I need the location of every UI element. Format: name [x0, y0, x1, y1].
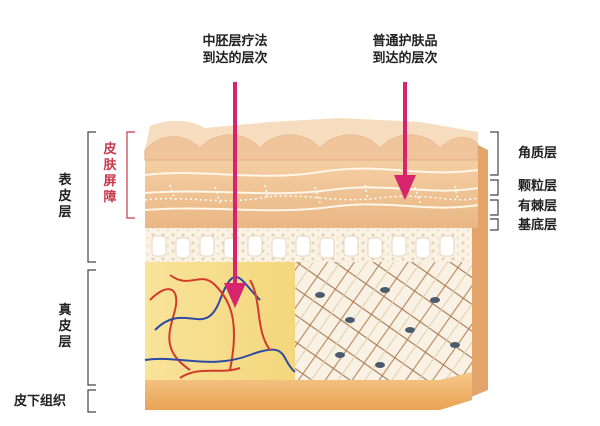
dermis-collagen-mesh	[295, 262, 472, 380]
subcutis-layer	[145, 372, 472, 410]
subcutis-label: 皮下组织	[14, 394, 67, 409]
stratum-corneum-label: 角质层	[518, 146, 558, 161]
skin-barrier-label: 皮 肤 屏 障	[103, 142, 117, 205]
stratum-granulosum-label: 颗粒层	[518, 179, 558, 194]
skincare-caption: 普通护肤品 到达的层次	[372, 34, 438, 66]
dermis-label: 真 皮 层	[58, 303, 72, 350]
right-brackets	[490, 131, 499, 231]
dermis-yellow-region	[145, 262, 295, 380]
left-brackets	[87, 131, 96, 413]
blood-vessels	[144, 274, 296, 379]
epidermis-layers	[145, 150, 478, 228]
epidermis-label: 表 皮 层	[58, 173, 72, 220]
mesotherapy-caption: 中胚层疗法 到达的层次	[202, 34, 268, 66]
stratum-lines	[144, 167, 479, 212]
barrier-bracket	[126, 131, 135, 219]
stratum-spinosum-label: 有棘层	[518, 199, 558, 214]
mesotherapy-arrow	[224, 82, 246, 308]
fibroblast-cells	[315, 287, 460, 368]
block-top-face	[145, 118, 478, 150]
stratum-basale-label: 基底层	[518, 218, 558, 233]
skincare-arrow	[394, 82, 416, 200]
granular-cell-boundaries	[144, 184, 479, 204]
